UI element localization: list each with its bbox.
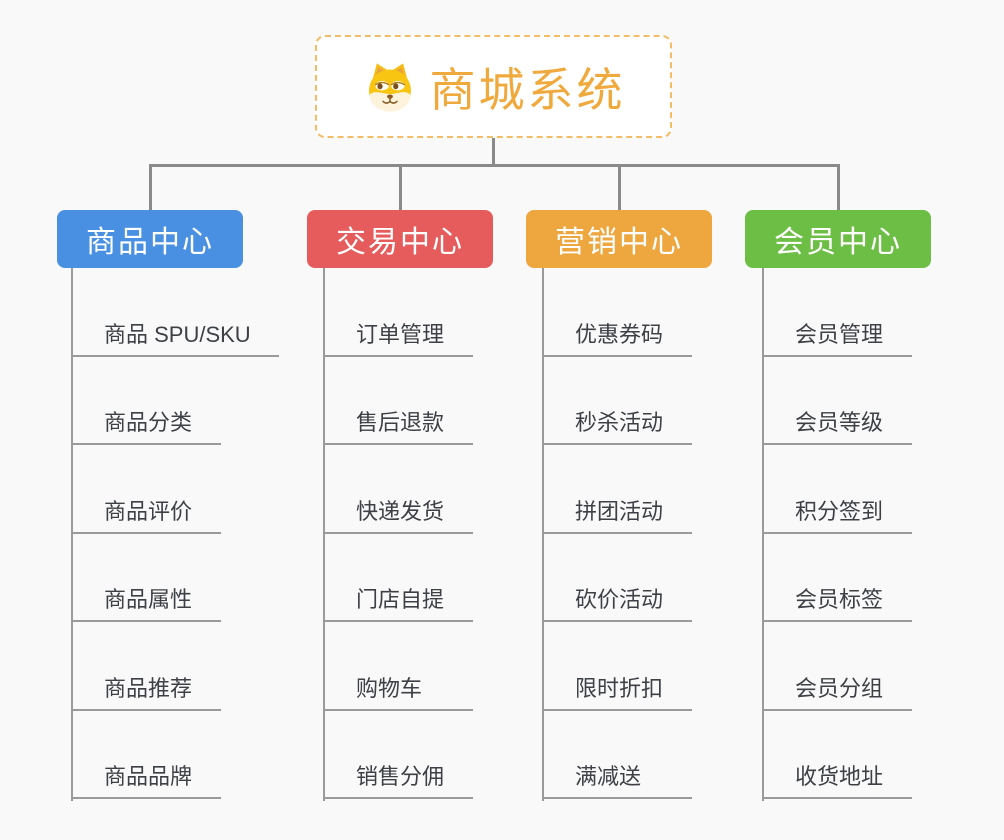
leaf-item[interactable]: 商品品牌	[71, 711, 221, 799]
leaf-item[interactable]: 门店自提	[323, 534, 473, 622]
branch-node-member-center[interactable]: 会员中心	[745, 210, 931, 268]
leaf-label: 限时折扣	[575, 675, 664, 701]
leaf-item[interactable]: 会员管理	[762, 268, 912, 357]
leaf-label: 商品分类	[104, 410, 193, 435]
leaf-item[interactable]: 拼团活动	[542, 445, 692, 534]
leaf-label: 商品评价	[104, 498, 193, 524]
leaf-item[interactable]: 商品评价	[71, 445, 221, 534]
leaf-list-marketing: 优惠券码 秒杀活动 拼团活动 砍价活动 限时折扣 满减送	[542, 268, 692, 799]
leaf-label: 门店自提	[356, 587, 445, 612]
leaf-label: 积分签到	[795, 498, 884, 524]
leaf-item[interactable]: 快递发货	[323, 445, 473, 534]
leaf-item[interactable]: 商品分类	[71, 357, 221, 445]
branch-trunk	[71, 268, 73, 801]
leaf-label: 商品推荐	[104, 675, 193, 701]
connector-root-stem	[492, 138, 495, 165]
leaf-label: 会员分组	[795, 675, 884, 701]
leaf-item[interactable]: 限时折扣	[542, 622, 692, 711]
leaf-item[interactable]: 售后退款	[323, 357, 473, 445]
leaf-label: 会员等级	[795, 410, 884, 435]
leaf-item[interactable]: 订单管理	[323, 268, 473, 357]
leaf-list-product: 商品 SPU/SKU 商品分类 商品评价 商品属性 商品推荐 商品品牌	[71, 268, 279, 799]
dog-face-icon	[368, 62, 411, 111]
leaf-label: 会员管理	[795, 321, 884, 347]
leaf-label: 商品品牌	[104, 764, 193, 789]
leaf-item[interactable]: 会员标签	[762, 534, 912, 622]
leaf-label: 会员标签	[795, 587, 884, 612]
connector-drop	[618, 164, 621, 210]
root-node[interactable]: 商城系统	[315, 35, 672, 138]
branch-trunk	[542, 268, 544, 801]
leaf-label: 秒杀活动	[575, 410, 664, 435]
leaf-label: 商品属性	[104, 587, 193, 612]
branch-node-product-center[interactable]: 商品中心	[57, 210, 243, 268]
leaf-item[interactable]: 商品 SPU/SKU	[71, 268, 279, 357]
leaf-item[interactable]: 会员分组	[762, 622, 912, 711]
leaf-label: 销售分佣	[356, 764, 445, 789]
leaf-label: 快递发货	[356, 498, 445, 524]
branch-node-trade-center[interactable]: 交易中心	[307, 210, 493, 268]
leaf-list-member: 会员管理 会员等级 积分签到 会员标签 会员分组 收货地址	[762, 268, 912, 799]
leaf-item[interactable]: 收货地址	[762, 711, 912, 799]
leaf-label: 满减送	[575, 764, 642, 789]
leaf-item[interactable]: 积分签到	[762, 445, 912, 534]
leaf-label: 拼团活动	[575, 498, 664, 524]
leaf-item[interactable]: 砍价活动	[542, 534, 692, 622]
leaf-label: 商品 SPU/SKU	[104, 321, 251, 347]
leaf-label: 购物车	[356, 675, 423, 701]
leaf-item[interactable]: 购物车	[323, 622, 473, 711]
leaf-item[interactable]: 销售分佣	[323, 711, 473, 799]
connector-drop	[399, 164, 402, 210]
branch-label: 会员中心	[774, 226, 902, 259]
branch-label: 商品中心	[86, 226, 214, 259]
leaf-item[interactable]: 优惠券码	[542, 268, 692, 357]
connector-drop	[149, 164, 152, 210]
leaf-item[interactable]: 商品属性	[71, 534, 221, 622]
root-title: 商城系统	[429, 63, 626, 116]
leaf-label: 优惠券码	[575, 321, 664, 347]
connector-horizontal	[149, 164, 840, 167]
branch-trunk	[762, 268, 764, 801]
connector-drop	[837, 164, 840, 210]
leaf-label: 售后退款	[356, 410, 445, 435]
leaf-list-trade: 订单管理 售后退款 快递发货 门店自提 购物车 销售分佣	[323, 268, 473, 799]
leaf-item[interactable]: 会员等级	[762, 357, 912, 445]
leaf-item[interactable]: 秒杀活动	[542, 357, 692, 445]
leaf-label: 收货地址	[795, 764, 884, 789]
branch-label: 营销中心	[555, 226, 683, 259]
branch-node-marketing-center[interactable]: 营销中心	[526, 210, 712, 268]
leaf-item[interactable]: 商品推荐	[71, 622, 221, 711]
leaf-label: 订单管理	[356, 321, 445, 347]
leaf-label: 砍价活动	[575, 587, 664, 612]
leaf-item[interactable]: 满减送	[542, 711, 692, 799]
branch-label: 交易中心	[336, 226, 464, 259]
branch-trunk	[323, 268, 325, 801]
